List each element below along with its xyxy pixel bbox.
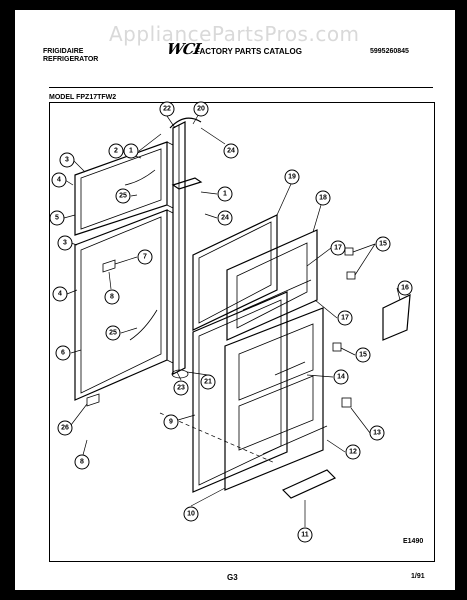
header-rule: [49, 87, 433, 88]
svg-text:22: 22: [163, 106, 171, 113]
product-name: REFRIGERATOR: [43, 56, 99, 63]
svg-text:6: 6: [61, 350, 65, 357]
callout-7: 7: [137, 249, 153, 265]
callout-24b: 24: [217, 210, 233, 226]
freezer-door-part: [74, 141, 174, 236]
svg-text:20: 20: [197, 106, 205, 113]
callout-16: 16: [397, 280, 413, 296]
hinge-cap-part: [341, 397, 352, 408]
leader-lines: [63, 111, 401, 527]
callout-5: 5: [49, 210, 65, 226]
svg-text:24: 24: [227, 148, 235, 155]
doc-number: 5995260845: [370, 48, 409, 55]
catalog-date: 1/91: [411, 573, 425, 580]
center-hinge-column: [169, 117, 203, 379]
callout-26: 26: [57, 420, 73, 436]
svg-text:7: 7: [143, 254, 147, 261]
catalog-title: FACTORY PARTS CATALOG: [195, 47, 302, 56]
brand-name: FRIGIDAIRE: [43, 48, 84, 55]
page-number: G3: [227, 573, 238, 582]
callout-15: 15: [375, 236, 391, 252]
freezer-gasket-part: [192, 214, 278, 331]
svg-text:8: 8: [110, 294, 114, 301]
freezer-liner-part: [226, 229, 318, 341]
figure-ref: E1490: [403, 538, 424, 545]
svg-text:24: 24: [221, 215, 229, 222]
svg-text:1: 1: [223, 191, 227, 198]
callout-8: 8: [104, 289, 120, 305]
callout-25: 25: [115, 188, 131, 204]
svg-text:12: 12: [349, 449, 357, 456]
fresh-food-liner-part: [224, 307, 328, 491]
callout-10: 10: [183, 506, 199, 522]
svg-text:4: 4: [57, 177, 61, 184]
svg-text:16: 16: [401, 285, 409, 292]
callout-21: 21: [200, 374, 216, 390]
callout-14: 14: [333, 369, 349, 385]
svg-text:26: 26: [61, 425, 69, 432]
callout-2: 2: [108, 143, 124, 159]
svg-text:21: 21: [204, 379, 212, 386]
svg-text:25: 25: [109, 330, 117, 337]
callout-1b: 1: [217, 186, 233, 202]
callout-8b: 8: [74, 454, 90, 470]
callout-23: 23: [173, 380, 189, 396]
svg-text:9: 9: [169, 419, 173, 426]
svg-text:23: 23: [177, 385, 185, 392]
callout-4: 4: [51, 172, 67, 188]
svg-text:11: 11: [301, 532, 309, 539]
svg-text:17: 17: [341, 315, 349, 322]
callout-9: 9: [163, 414, 179, 430]
svg-text:17: 17: [334, 245, 342, 252]
svg-text:5: 5: [55, 215, 59, 222]
diagram-frame: [49, 102, 435, 562]
callout-12: 12: [345, 444, 361, 460]
watermark: AppliancePartsPros.com: [109, 22, 360, 46]
svg-text:15: 15: [359, 352, 367, 359]
callout-13: 13: [369, 425, 385, 441]
callout-4b: 4: [52, 286, 68, 302]
handle-mount-part: [102, 259, 116, 273]
svg-text:3: 3: [63, 240, 67, 247]
catalog-page: AppliancePartsPros.com FRIGIDAIRE REFRIG…: [15, 10, 455, 590]
callout-24: 24: [223, 143, 239, 159]
svg-text:15: 15: [379, 241, 387, 248]
exploded-door-diagram: 1 22 20 2 24 3 4 25 5 1 24 19 18 3 7 17 …: [49, 101, 413, 543]
grille-part: [281, 469, 337, 499]
callout-19: 19: [284, 169, 300, 185]
door-stop-part-b: [346, 271, 356, 280]
callout-3b: 3: [57, 235, 73, 251]
svg-text:18: 18: [319, 195, 327, 202]
svg-text:25: 25: [119, 193, 127, 200]
model-label: MODEL FPZ17TFW2: [49, 94, 117, 101]
shelf-bracket-part: [382, 294, 411, 341]
bottom-hinge-part: [86, 393, 100, 407]
fresh-food-door-part: [74, 209, 174, 401]
callout-20: 20: [193, 101, 209, 117]
svg-text:10: 10: [187, 511, 195, 518]
svg-text:13: 13: [373, 430, 381, 437]
callout-25b: 25: [105, 325, 121, 341]
door-stop-part-c: [332, 342, 342, 352]
callout-18: 18: [315, 190, 331, 206]
svg-text:1: 1: [129, 148, 133, 155]
svg-text:8: 8: [80, 459, 84, 466]
svg-text:19: 19: [288, 174, 296, 181]
callout-6: 6: [55, 345, 71, 361]
callout-17: 17: [330, 240, 346, 256]
door-stop-part: [344, 247, 354, 256]
callout-22: 22: [159, 101, 175, 117]
callout-17b: 17: [337, 310, 353, 326]
callout-11: 11: [297, 527, 313, 543]
svg-text:3: 3: [65, 157, 69, 164]
callout-1: 1: [123, 143, 139, 159]
callout-15b: 15: [355, 347, 371, 363]
svg-text:4: 4: [58, 291, 62, 298]
callout-3: 3: [59, 152, 75, 168]
svg-text:14: 14: [337, 374, 345, 381]
svg-text:2: 2: [114, 148, 118, 155]
